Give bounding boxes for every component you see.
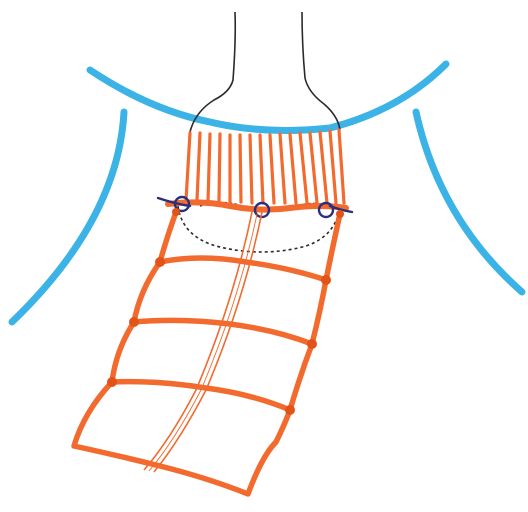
central-strand-right: [154, 212, 262, 472]
left-blue-arc: [12, 112, 124, 322]
blue-arcs: [12, 64, 522, 322]
orange-mesh: [74, 208, 344, 494]
top-blue-arc: [90, 64, 446, 130]
right-stem-line: [302, 12, 340, 130]
left-stem-line: [190, 12, 235, 132]
suture-band: [158, 197, 352, 217]
right-blue-arc: [416, 112, 522, 292]
orange-stripes: [186, 130, 344, 203]
